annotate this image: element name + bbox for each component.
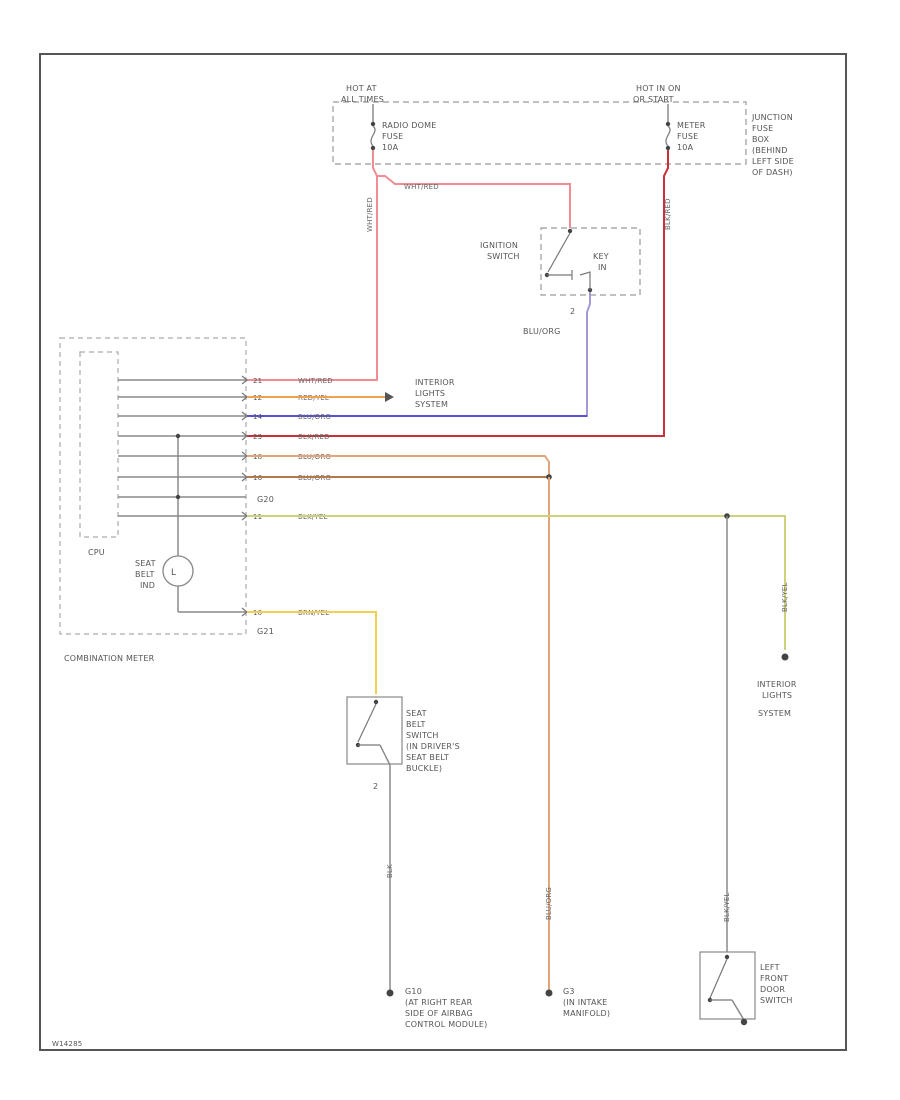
svg-text:FUSE: FUSE <box>382 132 403 141</box>
svg-text:DOOR: DOOR <box>760 985 785 994</box>
svg-text:IND: IND <box>140 581 155 590</box>
hot-at-all-times-label: HOT AT <box>346 84 377 93</box>
svg-text:SWITCH: SWITCH <box>487 252 520 261</box>
svg-text:BLK/RED: BLK/RED <box>298 433 330 441</box>
seat-belt-indicator: L SEAT BELT IND <box>135 433 246 613</box>
diagram-border <box>39 53 847 1051</box>
svg-text:(AT RIGHT REAR: (AT RIGHT REAR <box>405 998 473 1007</box>
svg-text:INTERIOR: INTERIOR <box>757 680 797 689</box>
combination-meter-label: COMBINATION METER <box>64 654 155 663</box>
svg-text:L: L <box>171 568 176 578</box>
svg-text:OR START: OR START <box>633 95 674 104</box>
svg-text:LIGHTS: LIGHTS <box>762 691 792 700</box>
ignition-switch: IGNITION SWITCH KEY IN 2 BLU/ORG <box>480 227 641 336</box>
svg-text:ALL TIMES: ALL TIMES <box>341 95 384 104</box>
svg-text:SEAT: SEAT <box>135 559 156 568</box>
meter-connector-pins: 21 WHT/RED 12 RED/YEL 14 BLU/ORG 23 BLK/… <box>241 375 333 617</box>
svg-text:SWITCH: SWITCH <box>760 996 793 1005</box>
wire-wht-red-to-ignition <box>377 175 571 228</box>
svg-text:INTERIOR: INTERIOR <box>415 378 455 387</box>
svg-text:FUSE: FUSE <box>752 124 773 133</box>
pin-21: 21 WHT/RED <box>241 375 333 385</box>
svg-text:BLK/YEL: BLK/YEL <box>781 582 789 612</box>
svg-text:OF DASH): OF DASH) <box>752 168 793 177</box>
hot-in-on-label: HOT IN ON <box>636 84 681 93</box>
svg-text:SEAT: SEAT <box>406 709 427 718</box>
connector-g21-label: G21 <box>257 627 274 636</box>
svg-text:SWITCH: SWITCH <box>406 731 439 740</box>
svg-text:2: 2 <box>373 782 378 791</box>
svg-text:SIDE OF AIRBAG: SIDE OF AIRBAG <box>405 1009 473 1018</box>
wire-blu-org-pin18 <box>247 455 550 476</box>
svg-text:BLU/ORG: BLU/ORG <box>545 887 553 920</box>
svg-text:FUSE: FUSE <box>677 132 698 141</box>
svg-text:21: 21 <box>253 377 262 385</box>
wire-blk-yel-pin11 <box>247 515 786 650</box>
svg-text:BOX: BOX <box>752 135 770 144</box>
ground-g10: G10 (AT RIGHT REAR SIDE OF AIRBAG CONTRO… <box>386 987 487 1029</box>
svg-text:BUCKLE): BUCKLE) <box>406 764 442 773</box>
pin-14: 14 BLU/ORG <box>241 411 331 421</box>
svg-text:IN: IN <box>598 263 607 272</box>
svg-text:SYSTEM: SYSTEM <box>415 400 448 409</box>
interior-lights-connector-dot <box>781 653 789 661</box>
left-front-door-switch: LEFT FRONT DOOR SWITCH <box>699 951 793 1026</box>
svg-text:G10: G10 <box>405 987 422 996</box>
svg-text:WHT/RED: WHT/RED <box>298 377 333 385</box>
junction-fuse-box-label: JUNCTION FUSE BOX (BEHIND LEFT SIDE OF D… <box>751 113 794 177</box>
svg-text:WHT/RED: WHT/RED <box>366 197 374 232</box>
svg-text:23: 23 <box>253 433 262 441</box>
arrow-interior-lights-top <box>385 392 394 402</box>
seat-belt-switch: 2 SEAT BELT SWITCH (IN DRIVER'S SEAT BEL… <box>346 696 460 791</box>
ground-g3: G3 (IN INTAKE MANIFOLD) <box>545 987 610 1018</box>
interior-lights-system-top: INTERIOR LIGHTS SYSTEM <box>415 378 455 409</box>
svg-text:WHT/RED: WHT/RED <box>404 183 439 191</box>
svg-text:2: 2 <box>570 307 575 316</box>
svg-text:BLK/YEL: BLK/YEL <box>723 892 731 922</box>
svg-text:LIGHTS: LIGHTS <box>415 389 445 398</box>
svg-text:BLK/RED: BLK/RED <box>664 198 672 230</box>
svg-text:10A: 10A <box>382 143 399 152</box>
svg-text:G3: G3 <box>563 987 575 996</box>
meter-fuse: METER FUSE 10A <box>665 104 706 152</box>
wire-blk-red-meter-fuse <box>247 150 669 437</box>
svg-text:MANIFOLD): MANIFOLD) <box>563 1009 610 1018</box>
key-in-label: KEY <box>593 252 609 261</box>
svg-text:14: 14 <box>253 413 263 421</box>
radio-dome-fuse: RADIO DOME FUSE 10A <box>370 104 436 152</box>
svg-text:BLK: BLK <box>386 864 394 878</box>
svg-text:(BEHIND: (BEHIND <box>752 146 788 155</box>
svg-text:(IN INTAKE: (IN INTAKE <box>563 998 607 1007</box>
pin-23: 23 BLK/RED <box>241 431 330 441</box>
interior-lights-system-right: INTERIOR LIGHTS SYSTEM <box>757 680 797 718</box>
svg-text:METER: METER <box>677 121 706 130</box>
connector-g20-label: G20 <box>257 495 274 504</box>
junction-fuse-box: HOT AT ALL TIMES HOT IN ON OR START RADI… <box>332 84 794 177</box>
combination-meter: CPU L SEAT BELT IND COMBINATION METER G2… <box>59 337 274 663</box>
svg-text:(IN DRIVER'S: (IN DRIVER'S <box>406 742 460 751</box>
svg-text:BLU/ORG: BLU/ORG <box>298 413 331 421</box>
svg-text:CONTROL MODULE): CONTROL MODULE) <box>405 1020 487 1029</box>
svg-text:RADIO DOME: RADIO DOME <box>382 121 436 130</box>
svg-text:BELT: BELT <box>406 720 426 729</box>
wire-wht-red-radio-to-meter <box>247 150 378 381</box>
figure-id: W14285 <box>52 1040 82 1048</box>
svg-text:SYSTEM: SYSTEM <box>758 709 791 718</box>
wire-brn-yel-to-seat-belt <box>247 611 377 694</box>
ignition-wire-label: BLU/ORG <box>523 327 561 336</box>
cpu-label: CPU <box>88 548 105 557</box>
svg-text:BELT: BELT <box>135 570 155 579</box>
svg-text:LEFT SIDE: LEFT SIDE <box>752 157 794 166</box>
svg-text:SEAT BELT: SEAT BELT <box>406 753 449 762</box>
svg-text:JUNCTION: JUNCTION <box>751 113 793 122</box>
ignition-switch-label: IGNITION <box>480 241 518 250</box>
svg-text:10A: 10A <box>677 143 694 152</box>
svg-text:FRONT: FRONT <box>760 974 788 983</box>
svg-text:LEFT: LEFT <box>760 963 780 972</box>
